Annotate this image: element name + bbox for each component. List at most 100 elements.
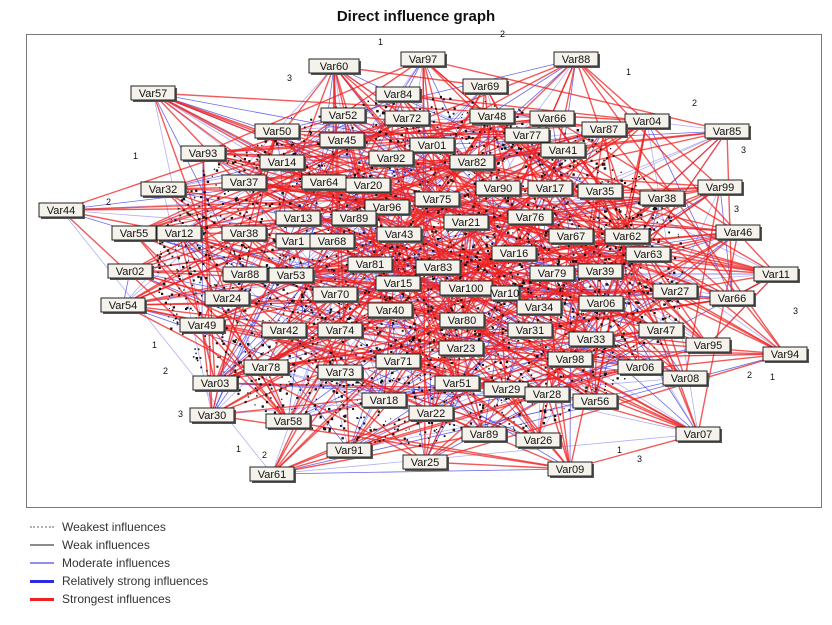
node-box — [529, 110, 575, 126]
edge-crossing-mark — [210, 215, 212, 218]
edge-crossing-mark — [175, 317, 177, 320]
edge-crossing-mark — [380, 274, 382, 276]
edge-crossing-mark — [634, 349, 636, 351]
edge-crossing-mark — [529, 156, 532, 159]
node-label: Var77 — [513, 130, 542, 142]
edge-crossing-mark — [362, 176, 364, 178]
edge-crossing-mark — [416, 298, 419, 301]
edge-crossing-mark — [282, 288, 285, 291]
edge-crossing-mark — [294, 407, 296, 409]
node-box — [361, 392, 407, 408]
edge-crossing-mark — [329, 311, 332, 313]
edge-crossing-mark — [238, 376, 240, 378]
node-box — [527, 180, 573, 196]
node-box — [697, 179, 743, 195]
edge-strongest — [529, 216, 739, 233]
edge-crossing-mark — [308, 359, 311, 362]
edge-crossing-mark — [238, 363, 241, 365]
edge-crossing-mark — [513, 421, 515, 423]
edge-weight-label: 1 — [617, 445, 622, 455]
edge-crossing-mark — [241, 264, 244, 267]
node-label: Var12 — [165, 228, 194, 240]
node-label: Var06 — [587, 298, 616, 310]
edge-crossing-mark — [450, 362, 453, 365]
edge-crossing-mark — [607, 181, 609, 183]
edge-crossing-mark — [216, 365, 219, 368]
edge-crossing-mark — [416, 422, 419, 425]
edge-crossing-mark — [158, 255, 161, 258]
edge-crossing-mark — [340, 317, 342, 320]
edge-crossing-mark — [340, 303, 342, 305]
edge-crossing-mark — [559, 325, 562, 328]
edge-crossing-mark — [437, 392, 439, 394]
edge-weight-label: 1 — [236, 444, 241, 454]
edge-crossing-mark — [299, 357, 302, 360]
edge-crossing-mark — [267, 251, 269, 253]
edge-crossing-mark — [225, 327, 228, 330]
node-box — [275, 210, 321, 226]
edge-crossing-mark — [304, 309, 306, 311]
edge-crossing-mark — [622, 332, 625, 335]
edge-crossing-mark — [257, 155, 259, 157]
edge-crossing-mark — [401, 329, 404, 332]
edge-crossing-mark — [406, 139, 409, 141]
edge-crossing-mark — [361, 384, 364, 387]
edge-crossing-mark — [562, 290, 564, 292]
node-box — [572, 393, 618, 409]
edge-crossing-mark — [368, 367, 370, 369]
edge-crossing-mark — [213, 284, 215, 286]
node-var78: Var78 — [243, 359, 290, 376]
edge-crossing-mark — [379, 330, 382, 333]
node-box — [504, 127, 550, 143]
edge-crossing-mark — [395, 320, 398, 323]
node-var71: Var71 — [375, 353, 422, 370]
edge-crossing-mark — [281, 398, 283, 400]
edge-crossing-mark — [161, 241, 164, 244]
node-var34: Var34 — [516, 299, 563, 316]
edge-weight-label: 2 — [262, 450, 267, 460]
edge-crossing-mark — [463, 248, 465, 251]
edge-crossing-mark — [613, 355, 615, 358]
edge-crossing-mark — [439, 184, 441, 186]
edge-weight-label: 2 — [500, 29, 505, 39]
edge-crossing-mark — [311, 336, 314, 340]
edge-crossing-mark — [385, 420, 387, 422]
node-label: Var04 — [633, 116, 662, 128]
edge-crossing-mark — [643, 285, 646, 288]
edge-crossing-mark — [362, 103, 365, 106]
edge-crossing-mark — [315, 398, 317, 400]
node-var75: Var75 — [414, 191, 461, 208]
edge-crossing-mark — [360, 344, 363, 347]
edge-crossing-mark — [511, 143, 515, 146]
edge-strongest — [436, 128, 605, 200]
node-label: Var96 — [373, 202, 402, 214]
edge-crossing-mark — [312, 343, 314, 345]
node-var20: Var20 — [345, 177, 392, 194]
node-var67: Var67 — [548, 228, 595, 245]
edge-crossing-mark — [271, 248, 274, 251]
edge-crossing-mark — [357, 417, 359, 419]
edge-crossing-mark — [268, 345, 271, 349]
edge-crossing-mark — [476, 145, 478, 147]
edge-crossing-mark — [581, 245, 583, 247]
node-var17: Var17 — [527, 180, 574, 197]
edge-crossing-mark — [505, 200, 508, 203]
edge-crossing-mark — [171, 221, 173, 223]
edge-crossing-mark — [358, 233, 361, 235]
edge-crossing-mark — [506, 377, 509, 380]
edge-crossing-mark — [544, 231, 546, 233]
edge-crossing-mark — [574, 260, 578, 263]
node-var66: Var66 — [529, 110, 576, 127]
edge-crossing-mark — [187, 260, 190, 262]
edge-crossing-mark — [255, 379, 257, 381]
edge-crossing-mark — [563, 408, 565, 410]
edge-crossing-mark — [246, 343, 250, 346]
node-label: Var92 — [377, 153, 406, 165]
edge-strongest — [333, 65, 350, 451]
edge-crossing-mark — [561, 298, 564, 300]
edge-crossing-mark — [304, 352, 307, 355]
edge-crossing-mark — [253, 163, 255, 165]
edge-crossing-mark — [328, 129, 330, 131]
edge-crossing-mark — [492, 234, 495, 236]
edge-crossing-mark — [558, 322, 560, 324]
